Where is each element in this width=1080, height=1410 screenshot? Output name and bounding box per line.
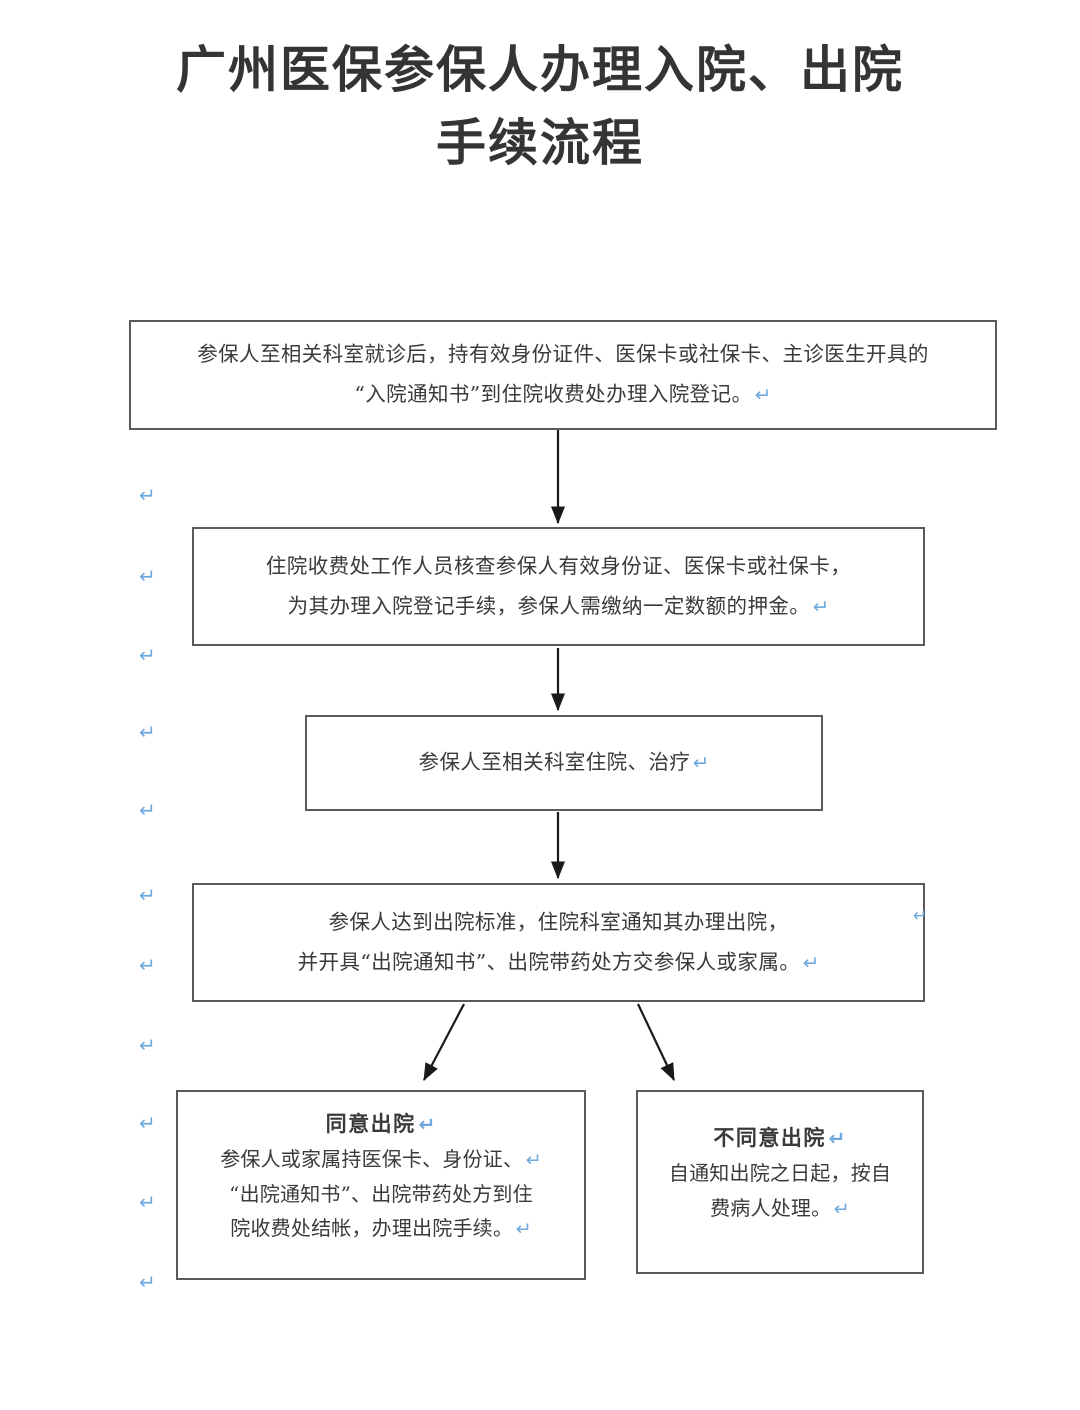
discharge-notice-line-2: 并开具“出院通知书”、出院带药处方交参保人或家属。↵: [194, 943, 923, 983]
discharge-notice-line-1: 参保人达到出院标准，住院科室通知其办理出院，: [328, 909, 789, 934]
disagree-discharge-heading: 不同意出院↵: [638, 1120, 922, 1156]
paragraph-return-mark: ↵: [139, 643, 156, 667]
paragraph-return-mark: ↵: [139, 953, 156, 977]
paragraph-return-mark: ↵: [139, 1033, 156, 1057]
page-title: 广州医保参保人办理入院、出院 手续流程: [0, 34, 1080, 179]
paragraph-return-mark: ↵: [139, 483, 156, 507]
paragraph-return-mark: ↵: [139, 1270, 156, 1294]
inpatient-treatment-line-1: 参保人至相关科室住院、治疗↵: [307, 743, 821, 783]
paragraph-return-mark: ↵: [515, 1219, 533, 1241]
paragraph-return-mark: ↵: [754, 384, 772, 406]
verify-and-deposit-box[interactable]: 住院收费处工作人员核查参保人有效身份证、医保卡或社保卡， 为其办理入院登记手续，…: [192, 527, 925, 646]
page-title-line-1: 广州医保参保人办理入院、出院: [176, 41, 904, 99]
paragraph-return-mark: ↵: [418, 1113, 437, 1136]
verify-and-deposit-line-2: 为其办理入院登记手续，参保人需缴纳一定数额的押金。↵: [194, 587, 923, 627]
disagree-discharge-box[interactable]: 不同意出院↵ 自通知出院之日起，按自 费病人处理。↵: [636, 1090, 924, 1274]
agree-discharge-line-1: 参保人或家属持医保卡、身份证、↵: [178, 1142, 584, 1177]
disagree-discharge-line-2: 费病人处理。↵: [638, 1191, 922, 1226]
admission-registration-line-2: “入院通知书”到住院收费处办理入院登记。↵: [131, 375, 995, 415]
paragraph-return-mark: ↵: [812, 595, 830, 618]
arrow-step4-to-disagree: [637, 1003, 675, 1081]
agree-discharge-line-2: “出院通知书”、出院带药处方到住: [229, 1181, 533, 1206]
admission-registration-box[interactable]: 参保人至相关科室就诊后，持有效身份证件、医保卡或社保卡、主诊医生开具的 “入院通…: [129, 320, 997, 430]
verify-and-deposit-line-1: 住院收费处工作人员核查参保人有效身份证、医保卡或社保卡，: [265, 553, 852, 578]
inpatient-treatment-box[interactable]: 参保人至相关科室住院、治疗↵: [305, 715, 823, 811]
paragraph-return-mark: ↵: [833, 1198, 851, 1220]
paragraph-return-mark: ↵: [139, 1111, 156, 1135]
page-title-line-2: 手续流程: [436, 113, 644, 172]
paragraph-return-mark: ↵: [139, 1190, 156, 1214]
paragraph-return-mark: ↵: [913, 906, 928, 926]
agree-discharge-heading: 同意出院↵: [178, 1106, 584, 1142]
discharge-notice-box[interactable]: 参保人达到出院标准，住院科室通知其办理出院， 并开具“出院通知书”、出院带药处方…: [192, 883, 925, 1002]
disagree-discharge-line-1: 自通知出院之日起，按自: [668, 1161, 892, 1186]
arrow-step4-to-agree: [423, 1003, 465, 1081]
paragraph-return-mark: ↵: [139, 798, 156, 822]
admission-registration-line-1: 参保人至相关科室就诊后，持有效身份证件、医保卡或社保卡、主诊医生开具的: [197, 342, 929, 367]
paragraph-return-mark: ↵: [525, 1150, 543, 1172]
paragraph-return-mark: ↵: [139, 564, 156, 588]
paragraph-return-mark: ↵: [692, 752, 710, 775]
paragraph-return-mark: ↵: [139, 720, 156, 744]
paragraph-return-mark: ↵: [802, 951, 820, 974]
paragraph-return-mark: ↵: [828, 1127, 848, 1150]
paragraph-return-mark: ↵: [139, 883, 156, 907]
agree-discharge-line-3: 院收费处结帐，办理出院手续。↵: [178, 1211, 584, 1246]
agree-discharge-box[interactable]: 同意出院↵ 参保人或家属持医保卡、身份证、↵ “出院通知书”、出院带药处方到住 …: [176, 1090, 586, 1280]
